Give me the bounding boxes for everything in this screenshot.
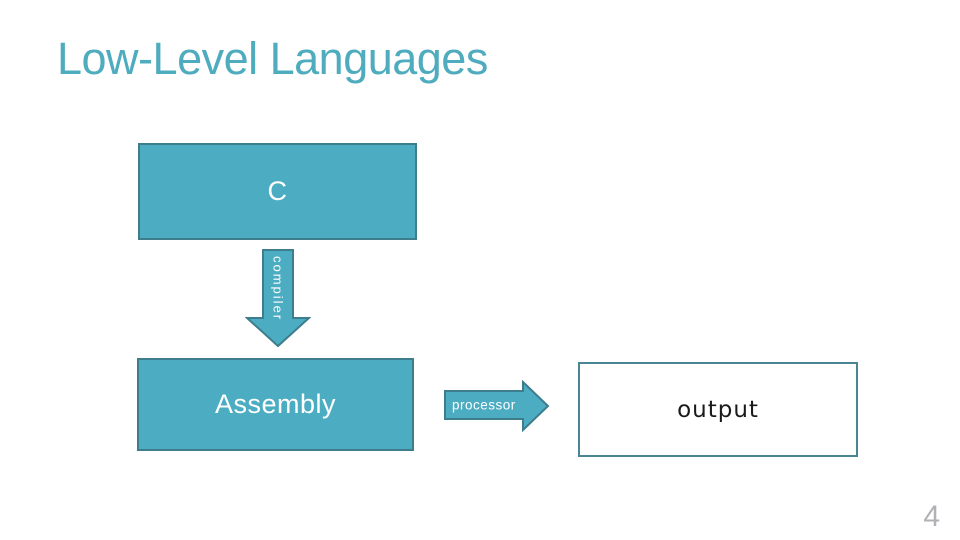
c-language-box: C: [138, 143, 417, 240]
slide-page-number: 4: [923, 500, 940, 533]
processor-arrow: processor: [444, 380, 550, 432]
output-box-label: output: [677, 396, 759, 423]
assembly-box: Assembly: [137, 358, 414, 451]
right-arrow-icon: [444, 380, 550, 432]
compiler-arrow-label: compiler: [270, 256, 286, 322]
output-box: output: [578, 362, 858, 457]
c-language-box-label: C: [267, 176, 288, 206]
down-arrow-icon: [245, 249, 311, 348]
processor-arrow-label: processor: [452, 397, 516, 413]
compiler-arrow: compiler: [245, 249, 311, 348]
slide-title: Low-Level Languages: [57, 33, 488, 84]
assembly-box-label: Assembly: [214, 389, 337, 419]
